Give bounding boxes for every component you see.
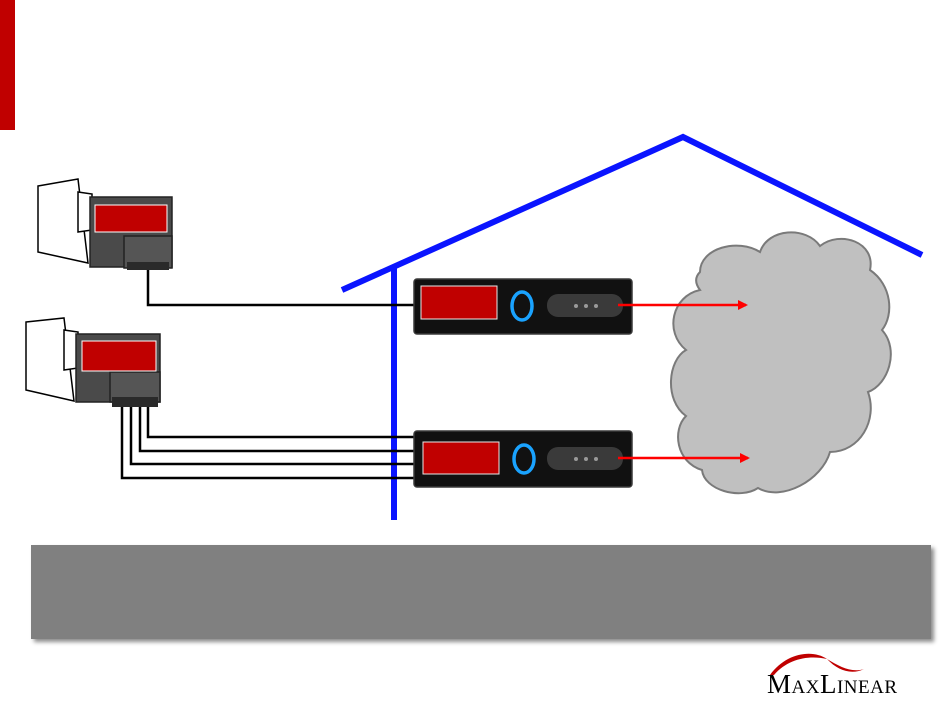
dish-reflector: [37, 178, 89, 264]
coax-cables: [120, 268, 416, 480]
satellite-dish-lnb-top: [37, 178, 173, 270]
stb-power-ring-icon: [510, 290, 534, 322]
dish-reflector: [25, 317, 75, 402]
cable-bottom-dish-3: [129, 405, 416, 466]
set-top-box-bottom: [413, 430, 633, 488]
cable-top-dish: [146, 268, 416, 307]
cable-bottom-dish-4: [120, 405, 416, 480]
stb-top-label-box: [420, 285, 498, 320]
satellite-distribution-diagram: [25, 133, 924, 520]
lnb-connector-base: [112, 397, 158, 407]
title-accent-bar: [0, 0, 15, 130]
maxlinear-logo: MaxLinear: [752, 645, 912, 711]
cable-bottom-dish-2: [138, 405, 416, 453]
stb-power-ring-icon: [512, 443, 536, 475]
stb-bottom-label-box: [422, 441, 500, 475]
lnb-connector-base: [127, 262, 169, 270]
logo-wordmark: MaxLinear: [767, 669, 898, 699]
maxlinear-swoosh-icon: [770, 653, 864, 675]
dish-top-label-box: [94, 204, 168, 233]
cable-bottom-dish-1: [146, 405, 416, 439]
set-top-box-top: [413, 278, 633, 335]
caption-box: [31, 545, 931, 639]
cloud-icon: [670, 231, 892, 495]
dish-bottom-label-box: [81, 340, 157, 372]
satellite-dish-lnb-bottom: [25, 317, 161, 407]
